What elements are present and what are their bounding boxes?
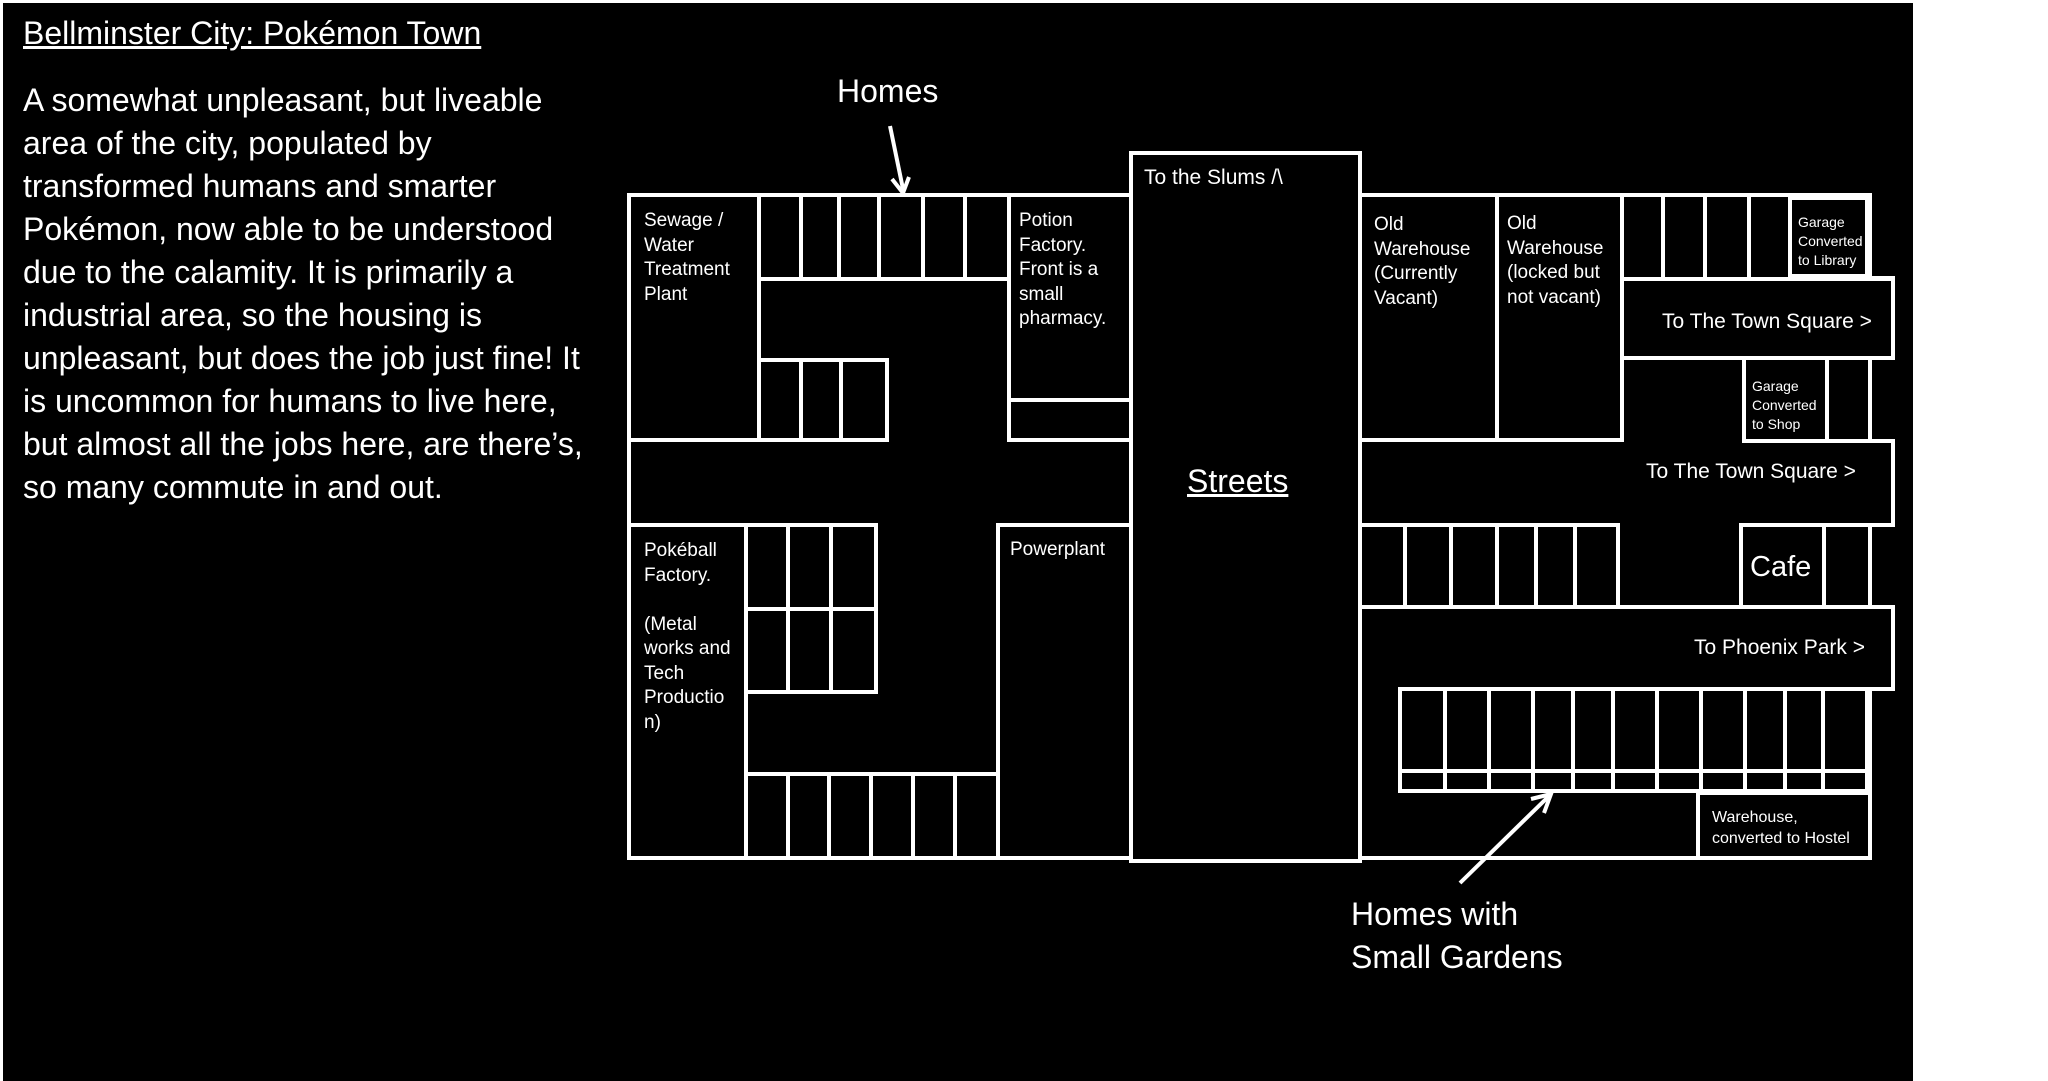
homes-row-top-right-dividers [1661, 195, 1751, 279]
garage-library-label: Garage Converted to Library [1798, 214, 1863, 268]
homes-with-gardens-callout: Homes with Small Gardens [1351, 896, 1563, 975]
central-street-strip [1129, 151, 1362, 863]
powerplant-building [996, 523, 1133, 860]
homes-with-gardens-dividers [1400, 689, 1867, 791]
to-town-square-exit-2[interactable]: To The Town Square > [1646, 460, 1856, 483]
homes-row-top [757, 193, 1011, 281]
town-map [627, 125, 1895, 885]
map-slide: Bellminster City: Pokémon Town A somewha… [3, 3, 1913, 1081]
homes-row-small-dividers [799, 360, 843, 440]
gardens-arrow-head [1530, 791, 1555, 814]
old-warehouse-locked-building [1495, 193, 1624, 442]
warehouse-hostel-building [1696, 791, 1872, 860]
homes-callout: Homes [837, 73, 939, 109]
potion-factory-front [1007, 398, 1133, 442]
homes-grid-left-dividers [746, 525, 876, 692]
sewage-plant-label: Sewage / Water Treatment Plant [644, 210, 730, 305]
description-text: A somewhat unpleasant, but liveable area… [23, 82, 583, 505]
potion-factory-label: Potion Factory. Front is a small pharmac… [1019, 210, 1107, 329]
garage-library-building [1788, 196, 1869, 278]
homes-arrow-head [890, 176, 911, 198]
warehouse-hostel-label: Warehouse, converted to Hostel [1712, 809, 1850, 847]
gardens-arrow [1458, 795, 1550, 885]
to-slums-exit[interactable]: To the Slums /\ [1144, 166, 1283, 189]
to-town-square-exit-1[interactable]: To The Town Square > [1662, 310, 1872, 333]
old-warehouse-vacant-label: Old Warehouse (Currently Vacant) [1374, 214, 1471, 309]
homes-row-top-dividers [799, 195, 967, 279]
homes-with-gardens-row [1398, 687, 1869, 793]
homes-row-middle-right-dividers [1403, 525, 1577, 607]
garage-shop-label: Garage Converted to Shop [1752, 378, 1817, 432]
pokeball-factory-label: Pokéball Factory. (Metal works and Tech … [644, 540, 731, 733]
phoenix-park-road [1360, 605, 1895, 691]
page-title: Bellminster City: Pokémon Town [23, 15, 482, 51]
homes-row-small [757, 358, 889, 442]
powerplant-label: Powerplant [1010, 539, 1106, 560]
streets-label: Streets [1187, 463, 1289, 499]
old-warehouse-locked-label: Old Warehouse (locked but not vacant) [1507, 213, 1604, 308]
homes-arrow [888, 125, 905, 190]
homes-row-middle-right [1358, 523, 1620, 609]
homes-row-bottom-left-dividers [786, 774, 957, 858]
cafe-annex [1822, 523, 1872, 609]
sewage-plant-building [627, 193, 761, 442]
to-phoenix-park-exit[interactable]: To Phoenix Park > [1694, 636, 1866, 659]
cafe-label: Cafe [1750, 551, 1812, 583]
garage-shop-extra [1825, 356, 1872, 443]
